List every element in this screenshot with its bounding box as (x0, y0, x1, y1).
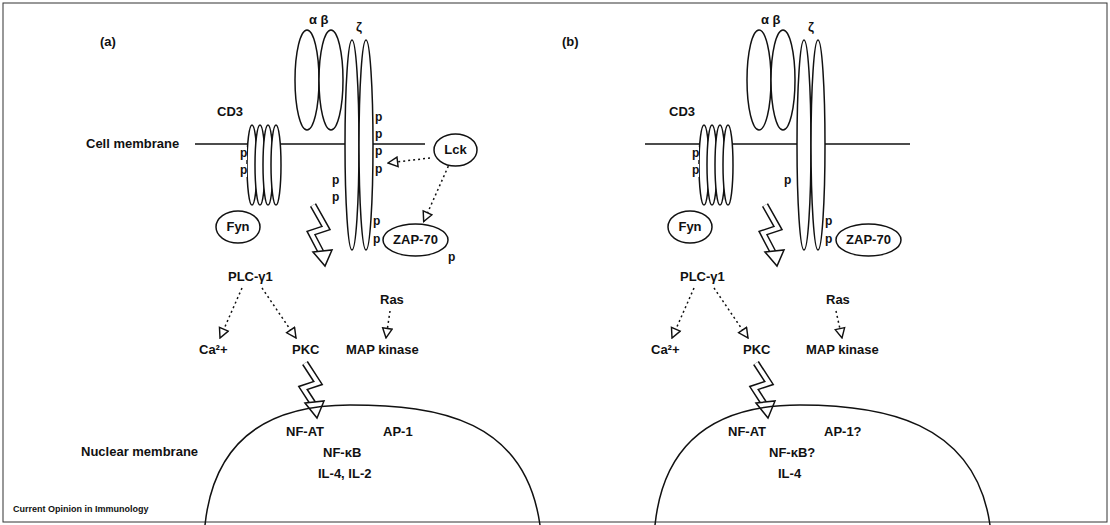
text-label: Ca²+ (650, 343, 681, 357)
frame (3, 3, 1107, 522)
signal-arrow (303, 363, 318, 405)
phospho-label: p (448, 251, 455, 264)
phospho-label: p (373, 233, 380, 246)
text-label: PKC (291, 343, 320, 357)
phospho-label: p (375, 163, 382, 176)
text-label: α β (308, 13, 330, 27)
text-label: NF-AT (285, 425, 325, 439)
node-text: ZAP-70 (393, 233, 438, 247)
phospho-label: p (825, 233, 832, 246)
phospho-label: p (692, 164, 699, 177)
zeta-chain (811, 40, 825, 250)
source-credit: Current Opinion in Immunology (12, 505, 150, 515)
text-label: IL-4, IL-2 (317, 467, 372, 481)
panel-b (645, 30, 990, 525)
text-label: MAP kinase (805, 343, 880, 357)
zeta-chain (359, 40, 373, 250)
signal-arrow (754, 363, 769, 405)
phospho-label: p (332, 174, 339, 187)
phospho-label: p (240, 164, 247, 177)
kinase-ellipse: Fyn (667, 210, 713, 244)
text-label: Nuclear membrane (80, 445, 199, 459)
nuclear-membrane (205, 405, 540, 525)
dotted-arrow (714, 288, 748, 338)
phospho-label: p (375, 128, 382, 141)
dotted-arrow (388, 158, 430, 163)
signal-arrow (763, 205, 778, 254)
signal-arrow (311, 205, 326, 254)
text-label: (b) (561, 35, 580, 49)
dotted-arrow (386, 311, 390, 338)
zeta-chain (345, 40, 359, 250)
cell-membrane-line (195, 143, 425, 145)
text-label: ζ (807, 20, 815, 34)
phospho-label: p (240, 147, 247, 160)
phospho-label: p (784, 174, 791, 187)
panel-a (195, 30, 540, 525)
text-label: α β (760, 13, 782, 27)
zeta-chain (797, 40, 811, 250)
kinase-ellipse: Fyn (215, 210, 261, 244)
signal-arrow-head (756, 401, 775, 418)
phospho-label: p (373, 215, 380, 228)
kinase-ellipse: ZAP-70 (835, 223, 902, 257)
text-label: PLC-γ1 (227, 270, 274, 284)
alpha-chain (295, 30, 319, 130)
text-label: IL-4 (777, 467, 802, 481)
phospho-label: p (692, 147, 699, 160)
signal-arrow (311, 205, 326, 254)
cell-membrane-line (645, 143, 910, 145)
node-text: Fyn (226, 220, 249, 234)
signal-arrow (763, 205, 778, 254)
text-label: AP-1? (823, 425, 863, 439)
kinase-ellipse: Lck (433, 133, 478, 167)
text-label: PLC-γ1 (679, 270, 726, 284)
dotted-arrow (836, 311, 842, 338)
dotted-arrow (672, 288, 694, 338)
text-label: NF-κB? (768, 446, 816, 460)
text-label: Ras (379, 293, 405, 307)
signal-arrow-head (313, 250, 332, 266)
kinase-ellipse: ZAP-70 (382, 223, 449, 257)
signal-arrow (754, 363, 769, 405)
nuclear-membrane (655, 405, 990, 525)
phospho-label: p (332, 191, 339, 204)
node-text: ZAP-70 (846, 233, 891, 247)
alpha-chain (747, 30, 771, 130)
signal-arrow-head (765, 250, 784, 266)
cd3-chain (271, 125, 281, 205)
text-label: PKC (742, 343, 771, 357)
text-label: (a) (99, 35, 117, 49)
phospho-label: p (825, 215, 832, 228)
dotted-arrow (424, 166, 449, 221)
text-label: Cell membrane (85, 137, 180, 151)
signal-arrow (303, 363, 318, 405)
beta-chain (319, 30, 343, 130)
phospho-label: p (375, 145, 382, 158)
text-label: Ca²+ (198, 343, 229, 357)
text-label: AP-1 (382, 425, 414, 439)
text-label: CD3 (216, 105, 244, 119)
text-label: NF-AT (727, 425, 767, 439)
phospho-label: p (375, 111, 382, 124)
text-label: MAP kinase (345, 343, 420, 357)
text-label: CD3 (668, 105, 696, 119)
dotted-arrow (262, 288, 296, 338)
text-label: ζ (355, 20, 363, 34)
text-label: NF-κB (322, 446, 362, 460)
node-text: Fyn (678, 220, 701, 234)
node-text: Lck (444, 143, 466, 157)
beta-chain (771, 30, 795, 130)
dotted-arrow (220, 288, 242, 338)
cd3-chain (723, 125, 733, 205)
text-label: Ras (825, 293, 851, 307)
signal-arrow-head (305, 401, 324, 418)
